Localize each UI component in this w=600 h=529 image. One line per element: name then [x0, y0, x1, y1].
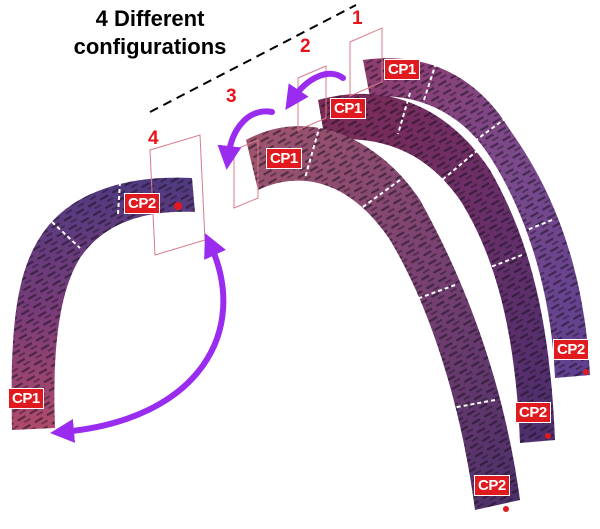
- rotation-arrows: [50, 70, 346, 443]
- cp1-label-config4: CP1: [8, 388, 44, 409]
- arrow-2-to-3: [217, 108, 275, 170]
- fiber-band-2: [318, 92, 555, 443]
- cp2-label-config3: CP2: [474, 475, 510, 496]
- plane-frames: [149, 27, 383, 256]
- arrow-1-to-2: [285, 70, 346, 110]
- config-number-1: 1: [352, 8, 363, 29]
- arrow-cp2-cp1-loop: [50, 233, 227, 443]
- cp1-label-config1: CP1: [384, 59, 420, 80]
- cp2-label-config2: CP2: [515, 402, 551, 423]
- config-number-3: 3: [226, 86, 237, 107]
- diagram-title-line2: configurations: [73, 34, 227, 59]
- cp1-label-config3: CP1: [266, 148, 302, 169]
- cp2-label-config4: CP2: [124, 193, 160, 214]
- cp1-label-config2: CP1: [330, 98, 366, 119]
- diagram-title-line1: 4 Different: [95, 6, 205, 31]
- cp2-label-config1: CP2: [553, 339, 589, 360]
- dashed-axis-line: [149, 4, 357, 113]
- control-point-dots: [174, 202, 589, 512]
- config-number-2: 2: [300, 36, 311, 57]
- config-number-4: 4: [148, 128, 159, 149]
